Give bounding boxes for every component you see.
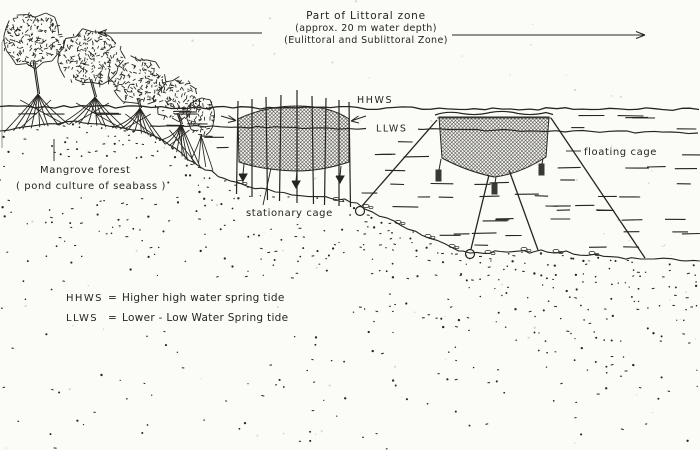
legend-hhws-definition: Higher high water spring tide [122, 292, 285, 304]
hhws-water-level-marker: HHWS [357, 95, 393, 106]
floating-cage-illustration [354, 110, 646, 260]
stationary-cage-illustration [220, 90, 367, 208]
stationary-cage-weights [238, 163, 345, 190]
llws-label-mask [370, 121, 418, 134]
legend-llws-definition: Lower - Low Water Spring tide [122, 312, 288, 324]
floating-cage-weights [435, 157, 545, 195]
mooring-ring-left [354, 205, 366, 217]
title-line3: (Eulittoral and Sublittoral Zone) [284, 35, 448, 46]
scan-noise-specks [5, 0, 697, 449]
legend-llws-equals: = [108, 312, 117, 324]
right-extent-arrow [452, 31, 646, 39]
title-line1: Part of Littoral zone [306, 10, 426, 22]
legend-hhws-abbr: HHWS [66, 293, 103, 304]
stationary-cage-label: stationary cage [246, 208, 333, 219]
llws-water-level-marker: LLWS [376, 124, 408, 135]
figure-text-layer: Part of Littoral zone (approx. 20 m wate… [16, 10, 657, 324]
stationary-cage-label-leader [262, 167, 272, 206]
mooring-ring-center [464, 248, 476, 260]
mangrove-label-line1: Mangrove forest [40, 165, 131, 176]
legend-llws-abbr: LLWS [66, 313, 98, 324]
mangrove-trees-illustration [2, 12, 216, 171]
left-extent-arrow [97, 29, 262, 37]
stationary-cage-net [237, 105, 350, 172]
floating-cage-float-line [434, 110, 554, 116]
littoral-extent-arrows [97, 29, 646, 39]
tide-level-arrows-on-cage [220, 115, 367, 124]
legend-hhws-equals: = [108, 292, 117, 304]
label-leader-lines [1, 42, 581, 206]
floating-cage-label: floating cage [584, 147, 657, 158]
floating-cage-net [438, 116, 550, 178]
title-line2: (approx. 20 m water depth) [295, 23, 437, 34]
floating-cage-mooring-lines [361, 117, 646, 259]
mangrove-label-line2: ( pond culture of seabass ) [16, 181, 166, 192]
